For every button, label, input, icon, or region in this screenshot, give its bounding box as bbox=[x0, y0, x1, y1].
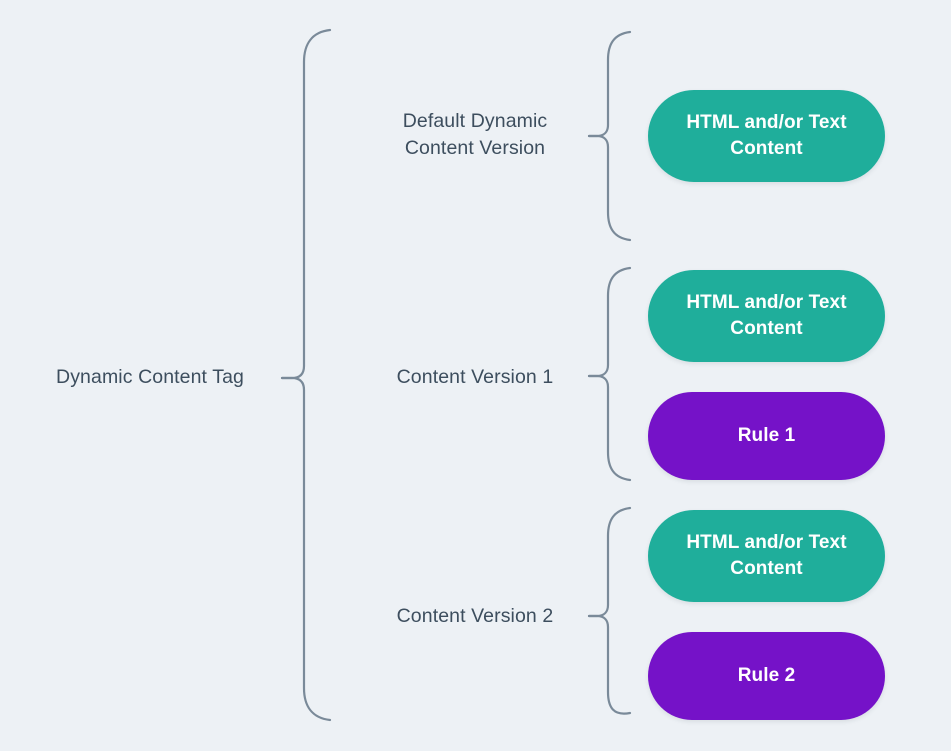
content-pill-default: HTML and/or Text Content bbox=[648, 90, 885, 182]
brace-root bbox=[280, 28, 332, 380]
branch-label-default-dynamic-content-version: Default Dynamic Content Version bbox=[402, 110, 548, 159]
rule-pill-1: Rule 1 bbox=[648, 392, 885, 480]
content-pill-version-1: HTML and/or Text Content bbox=[648, 270, 885, 362]
brace-branch-1 bbox=[587, 30, 632, 138]
brace-branch-2 bbox=[587, 266, 632, 378]
brace-branch-3 bbox=[587, 506, 632, 618]
rule-pill-2: Rule 2 bbox=[648, 632, 885, 720]
branch-label-content-version-2: Content Version 2 bbox=[396, 605, 554, 627]
root-node-label: Dynamic Content Tag bbox=[56, 366, 244, 388]
content-pill-version-2: HTML and/or Text Content bbox=[648, 510, 885, 602]
branch-label-content-version-1: Content Version 1 bbox=[396, 366, 554, 388]
